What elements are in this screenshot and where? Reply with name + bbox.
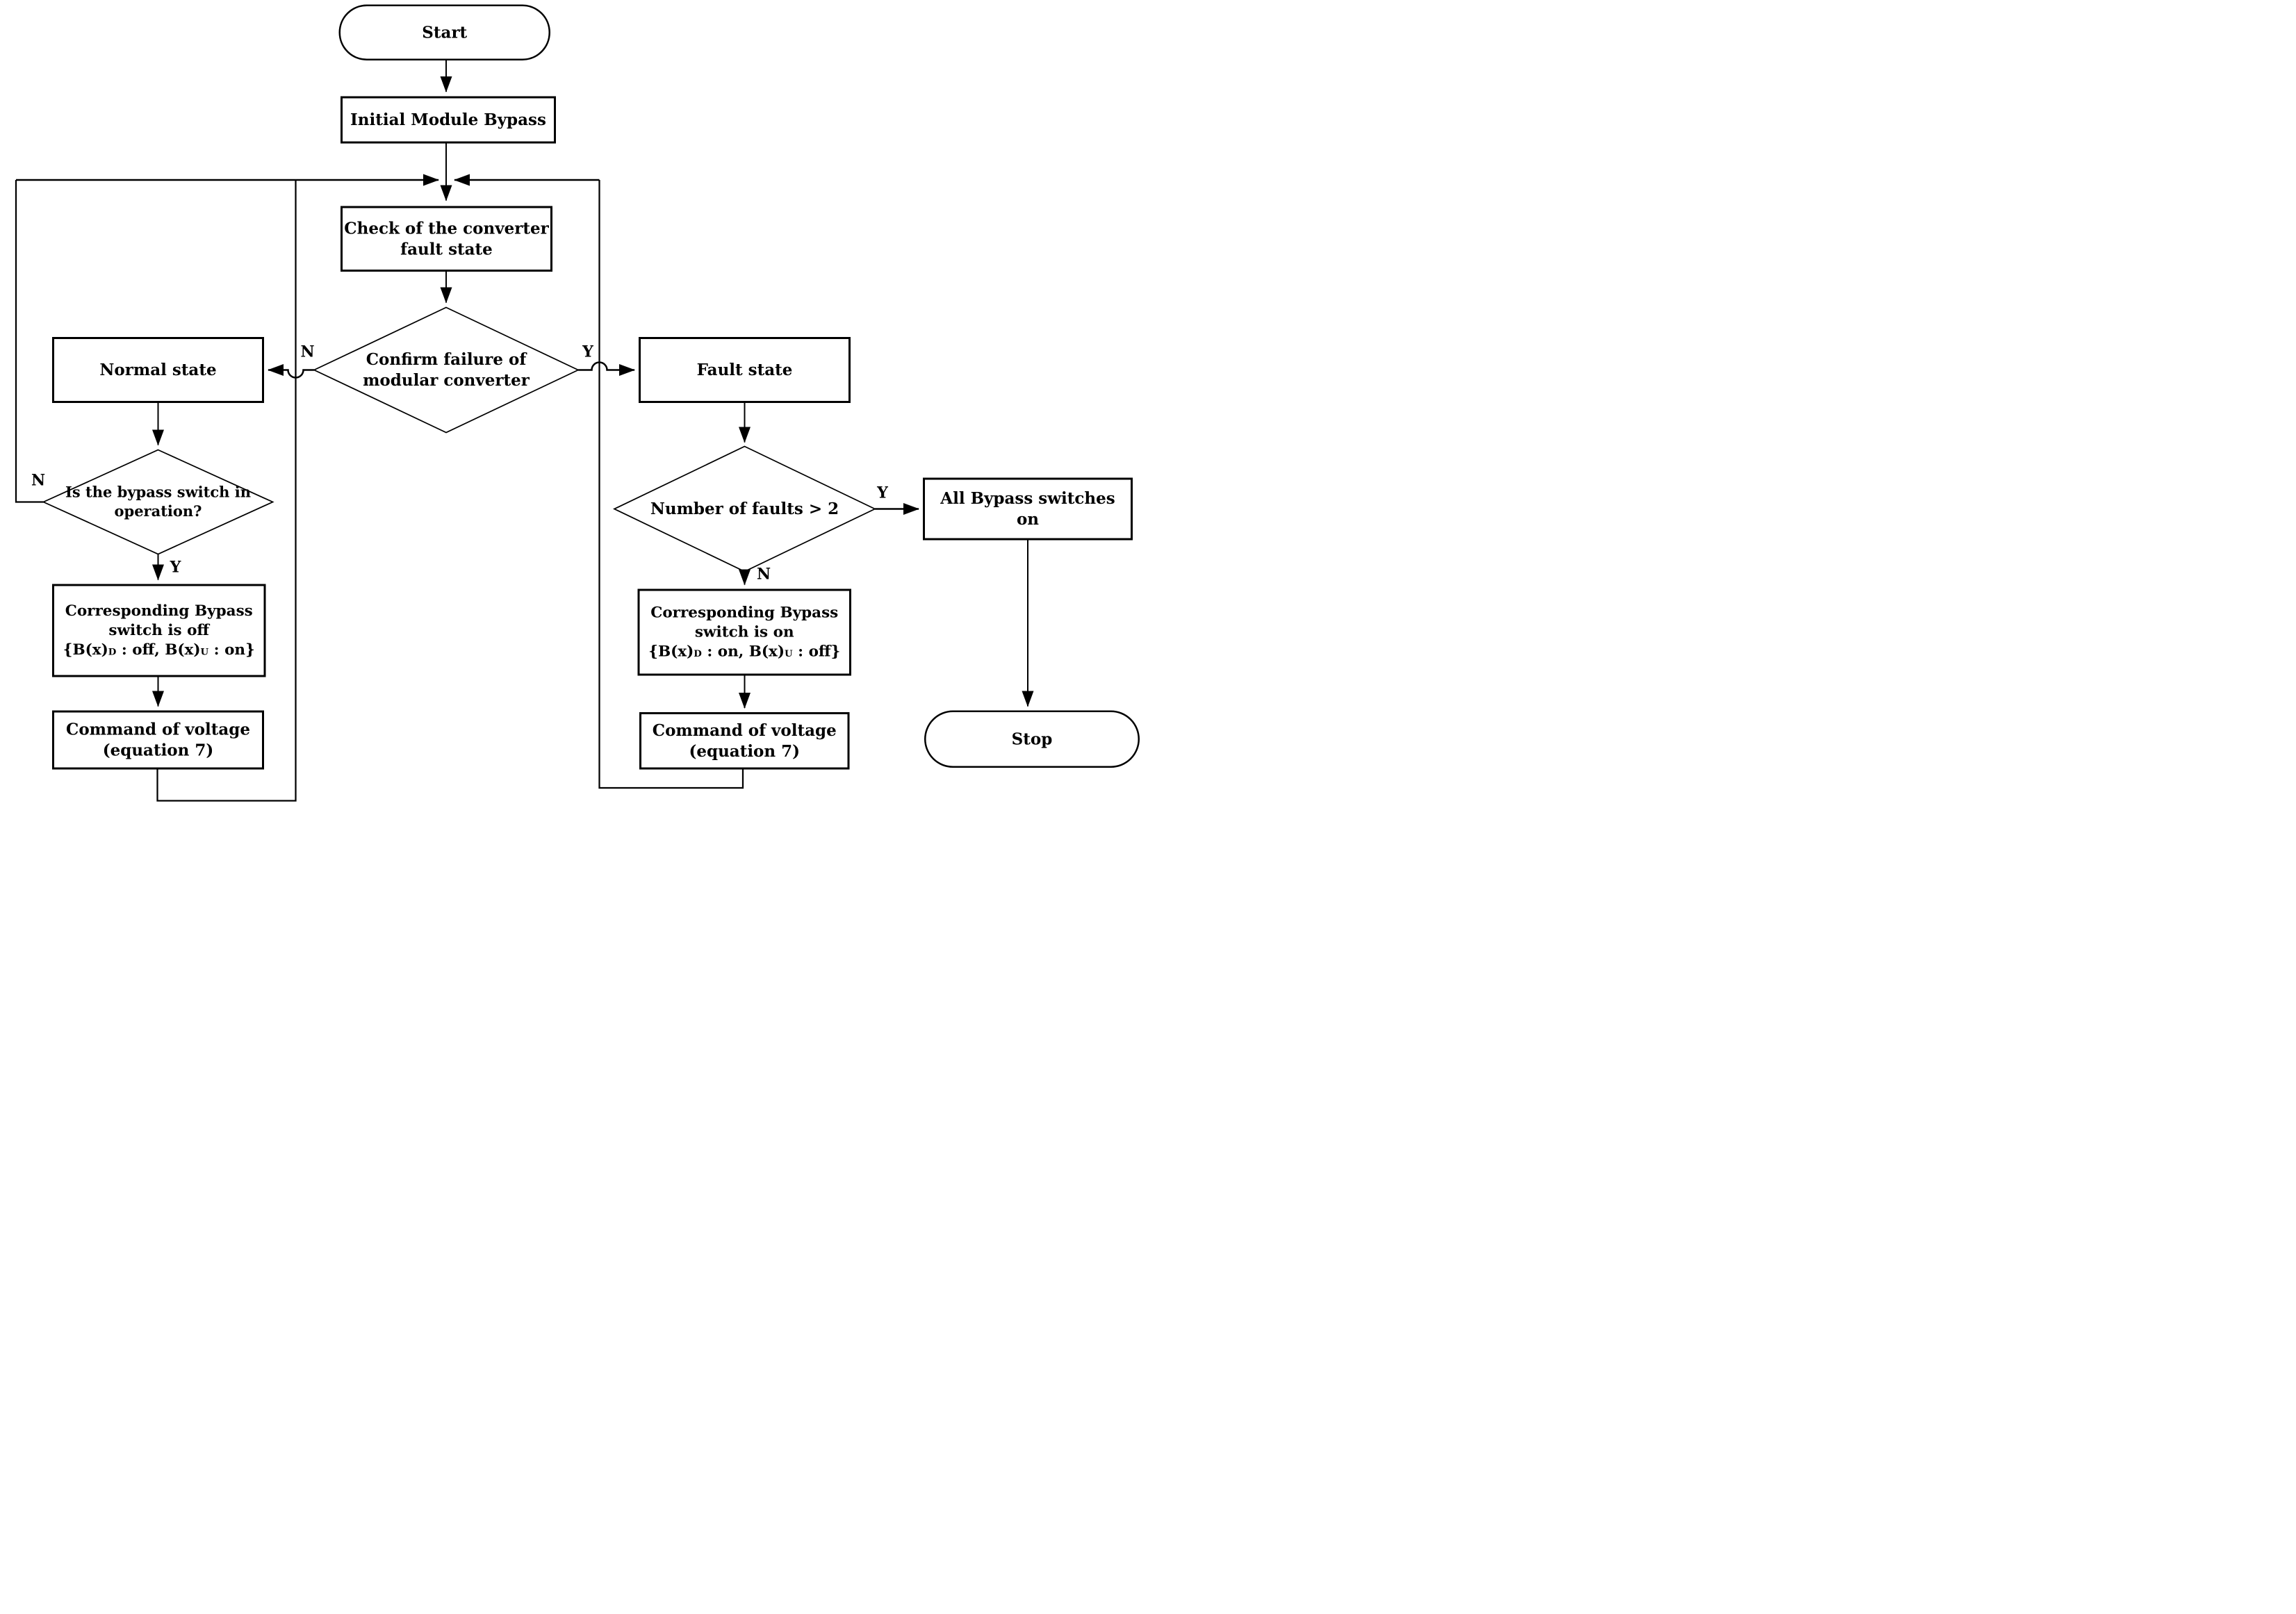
start-node: Start xyxy=(338,4,550,60)
edge-command-right-loop xyxy=(598,180,744,789)
command-voltage-left-node: Command of voltage(equation 7) xyxy=(52,710,264,770)
confirm-yes-label: Y xyxy=(582,343,593,361)
edge-command-left-loop xyxy=(156,180,297,802)
stop-node: Stop xyxy=(924,710,1140,768)
faults-yes-label: Y xyxy=(877,484,888,502)
connector-layer xyxy=(15,60,1034,802)
number-of-faults-label: Number of faults > 2 xyxy=(650,499,839,518)
flowchart-canvas: Start Initial Module Bypass Check of the… xyxy=(0,0,1148,807)
edge-confirm-n-to-normal xyxy=(268,364,314,379)
initial-module-bypass-node: Initial Module Bypass xyxy=(341,96,556,144)
faults-no-label: N xyxy=(756,565,771,583)
bypass-yes-label: Y xyxy=(170,558,181,576)
confirm-no-label: N xyxy=(300,343,315,361)
edge-bypass-n-loop xyxy=(15,180,44,503)
bypass-no-label: N xyxy=(31,471,46,489)
flowchart-figure: Start Initial Module Bypass Check of the… xyxy=(0,0,1148,807)
fault-state-node: Fault state xyxy=(639,337,851,403)
command-voltage-right-node: Command of voltage(equation 7) xyxy=(639,712,850,770)
normal-state-node: Normal state xyxy=(52,337,264,403)
edge-confirm-y-to-fault xyxy=(578,361,635,376)
confirm-failure-diamond xyxy=(312,306,580,434)
